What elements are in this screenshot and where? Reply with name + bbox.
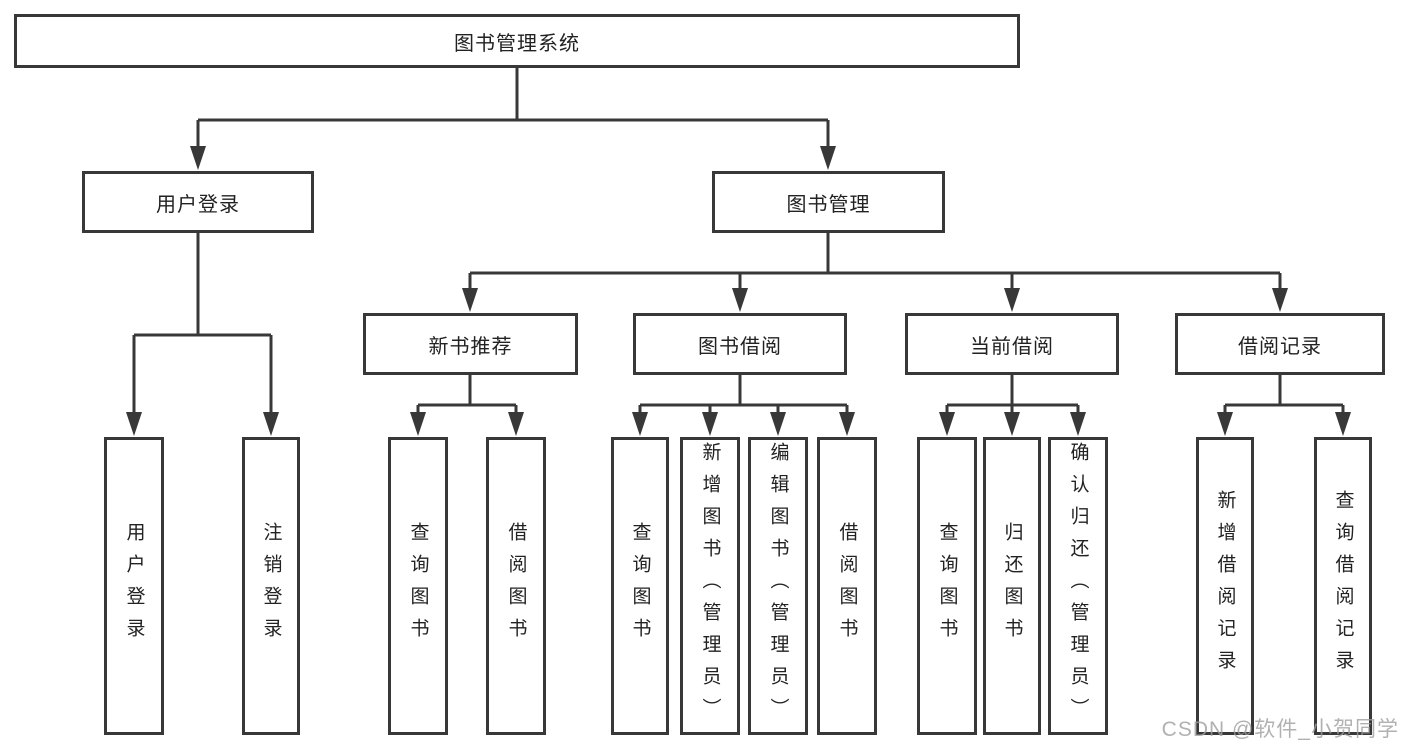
node-new-book-recommend-label: 新书推荐: [428, 335, 513, 358]
leaf-borrowing-add-book-admin: 新增图书（管理员）: [680, 437, 740, 735]
leaf-current-query-books: 查询图书: [917, 437, 977, 735]
node-book-borrowing: 图书借阅: [633, 313, 847, 375]
csdn-watermark: CSDN @软件_小贺同学: [1161, 718, 1399, 741]
leaf-logout-login: 注销登录: [242, 437, 300, 735]
node-current-borrowing-label: 当前借阅: [970, 335, 1054, 358]
leaf-borrowing-edit-book-admin-label: 编辑图书（管理员）: [767, 442, 789, 730]
node-library-management-system-label: 图书管理系统: [454, 32, 580, 55]
leaf-user-login: 用户登录: [104, 437, 164, 735]
leaf-records-query-record-label: 查询借阅记录: [1332, 490, 1354, 682]
leaf-borrowing-edit-book-admin: 编辑图书（管理员）: [748, 437, 808, 735]
arrowheads: [126, 146, 1351, 436]
connector-borrowing-records: [1223, 375, 1345, 430]
leaf-records-query-record: 查询借阅记录: [1314, 437, 1372, 735]
node-current-borrowing: 当前借阅: [905, 313, 1119, 375]
node-borrowing-records: 借阅记录: [1175, 313, 1385, 375]
leaf-current-return-books: 归还图书: [983, 437, 1041, 735]
leaf-borrowing-add-book-admin-label: 新增图书（管理员）: [699, 442, 721, 730]
leaf-recommend-query-books: 查询图书: [388, 437, 448, 735]
connector-book-management: [468, 233, 1282, 306]
leaf-current-query-books-label: 查询图书: [936, 522, 958, 650]
node-library-management-system: 图书管理系统: [14, 14, 1020, 68]
leaf-recommend-borrow-books: 借阅图书: [486, 437, 546, 735]
leaf-borrowing-query-books-label: 查询图书: [629, 522, 651, 650]
leaf-logout-login-label: 注销登录: [260, 522, 282, 650]
node-borrowing-records-label: 借阅记录: [1238, 335, 1322, 358]
node-book-management: 图书管理: [712, 171, 945, 233]
leaf-borrowing-borrow-books-label: 借阅图书: [836, 522, 858, 650]
leaf-records-add-record: 新增借阅记录: [1196, 437, 1254, 735]
node-book-management-label: 图书管理: [786, 193, 871, 216]
node-new-book-recommend: 新书推荐: [363, 313, 578, 375]
leaf-current-return-books-label: 归还图书: [1001, 522, 1023, 650]
leaf-user-login-label: 用户登录: [123, 522, 145, 650]
connector-new-book-recommend: [416, 375, 518, 430]
leaf-borrowing-query-books: 查询图书: [611, 437, 669, 735]
leaf-recommend-borrow-books-label: 借阅图书: [505, 522, 527, 650]
node-user-login: 用户登录: [82, 171, 314, 233]
connector-book-borrowing: [638, 375, 849, 430]
leaf-borrowing-borrow-books: 借阅图书: [817, 437, 877, 735]
leaf-current-confirm-return-admin: 确认归还（管理员）: [1048, 437, 1108, 735]
leaf-current-confirm-return-admin-label: 确认归还（管理员）: [1067, 442, 1089, 730]
node-user-login-label: 用户登录: [156, 193, 240, 216]
leaf-recommend-query-books-label: 查询图书: [407, 522, 429, 650]
connector-user-login: [132, 233, 273, 430]
node-book-borrowing-label: 图书借阅: [698, 335, 782, 358]
leaf-records-add-record-label: 新增借阅记录: [1214, 490, 1236, 682]
connector-root: [196, 68, 830, 164]
